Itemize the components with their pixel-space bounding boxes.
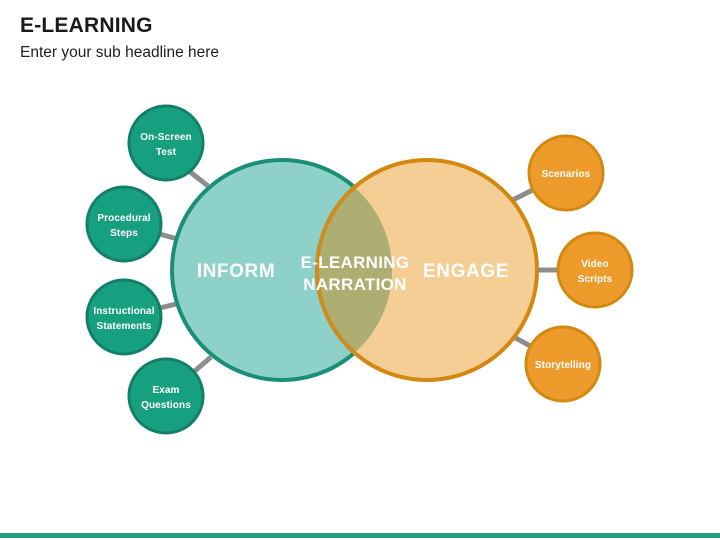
satellite-storytelling-line1: Storytelling xyxy=(535,360,591,371)
engage-label: ENGAGE xyxy=(423,261,509,282)
satellite-video-scripts-line2: Scripts xyxy=(578,274,613,285)
overlap-label-line1: E-LEARNING xyxy=(301,253,410,272)
satellite-scenarios-line1: Scenarios xyxy=(542,169,591,180)
satellite-procedural-steps-line1: Procedural xyxy=(97,213,150,224)
slide-header: E-LEARNING Enter your sub headline here xyxy=(20,14,620,63)
satellite-video-scripts-line1: Video xyxy=(581,259,609,270)
satellite-procedural-steps-line2: Steps xyxy=(110,228,138,239)
inform-label: INFORM xyxy=(197,261,276,282)
satellite-storytelling[interactable]: Storytelling xyxy=(524,325,602,403)
satellite-on-screen-test-line2: Test xyxy=(156,147,177,158)
engage-circle-outline xyxy=(315,160,392,380)
satellite-scenarios[interactable]: Scenarios xyxy=(527,134,605,212)
satellite-instructional-statements-line1: Instructional xyxy=(93,306,154,317)
satellite-exam-questions[interactable]: Exam Questions xyxy=(127,357,205,435)
satellite-exam-questions-line2: Questions xyxy=(141,400,191,411)
page-subtitle: Enter your sub headline here xyxy=(20,44,220,62)
satellite-instructional-statements[interactable]: Instructional Statements xyxy=(85,278,163,356)
satellite-video-scripts[interactable]: Video Scripts xyxy=(556,231,634,309)
overlap-label-line2: NARRATION xyxy=(303,275,406,294)
satellite-exam-questions-line1: Exam xyxy=(152,385,179,396)
bottom-accent-bar xyxy=(0,533,720,538)
satellite-on-screen-test[interactable]: On-Screen Test xyxy=(127,104,205,182)
satellite-on-screen-test-line1: On-Screen xyxy=(140,132,191,143)
page-title: E-LEARNING xyxy=(20,14,153,37)
satellite-instructional-statements-line2: Statements xyxy=(97,321,152,332)
satellite-procedural-steps[interactable]: Procedural Steps xyxy=(85,185,163,263)
